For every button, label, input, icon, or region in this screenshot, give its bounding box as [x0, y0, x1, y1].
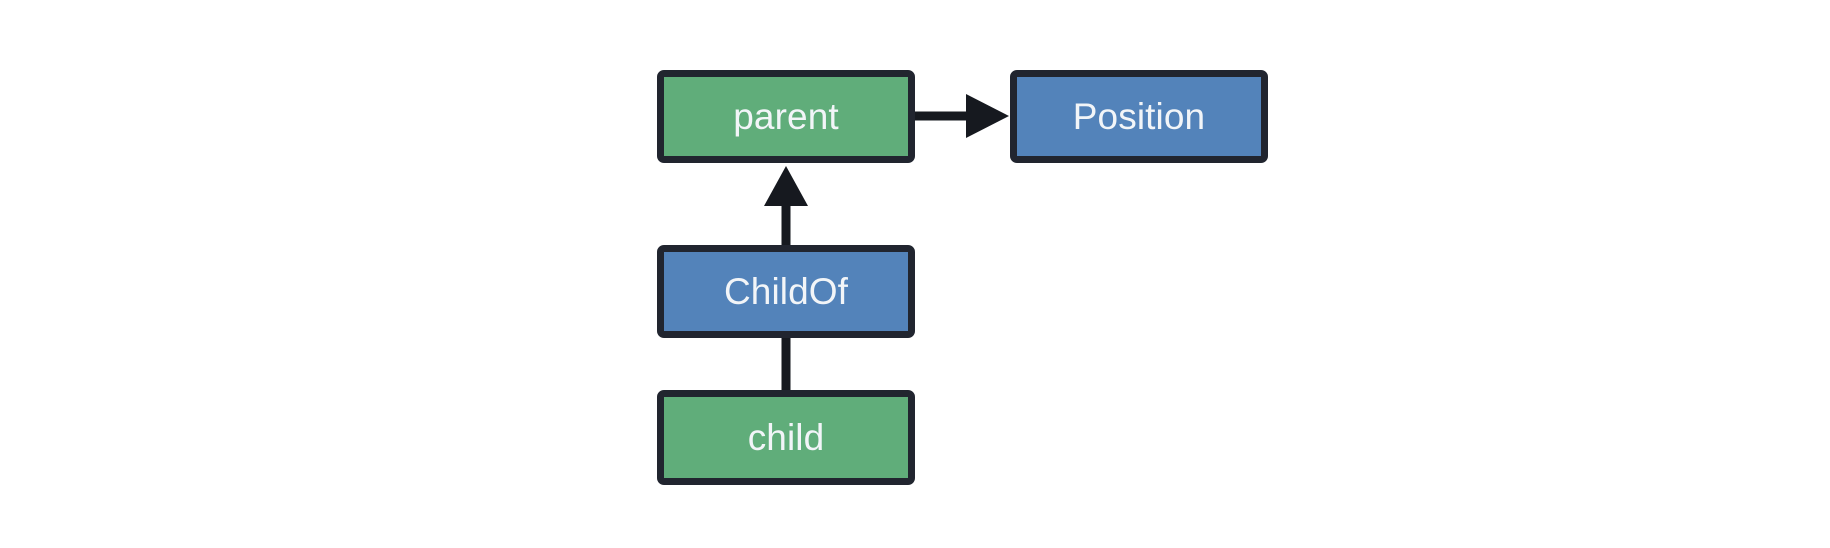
node-child[interactable]: child — [657, 390, 915, 485]
node-position[interactable]: Position — [1010, 70, 1268, 163]
node-parent[interactable]: parent — [657, 70, 915, 163]
edge-childof-to-parent-arrowhead — [764, 166, 808, 206]
node-parent-label: parent — [733, 96, 839, 137]
node-child-label: child — [747, 417, 825, 458]
node-childof-label: ChildOf — [723, 271, 849, 312]
node-position-label: Position — [1072, 96, 1206, 137]
node-childof[interactable]: ChildOf — [657, 245, 915, 338]
edge-parent-to-position — [915, 94, 1009, 138]
edge-parent-to-position-arrowhead — [966, 94, 1009, 138]
edge-childof-to-parent — [764, 166, 808, 245]
